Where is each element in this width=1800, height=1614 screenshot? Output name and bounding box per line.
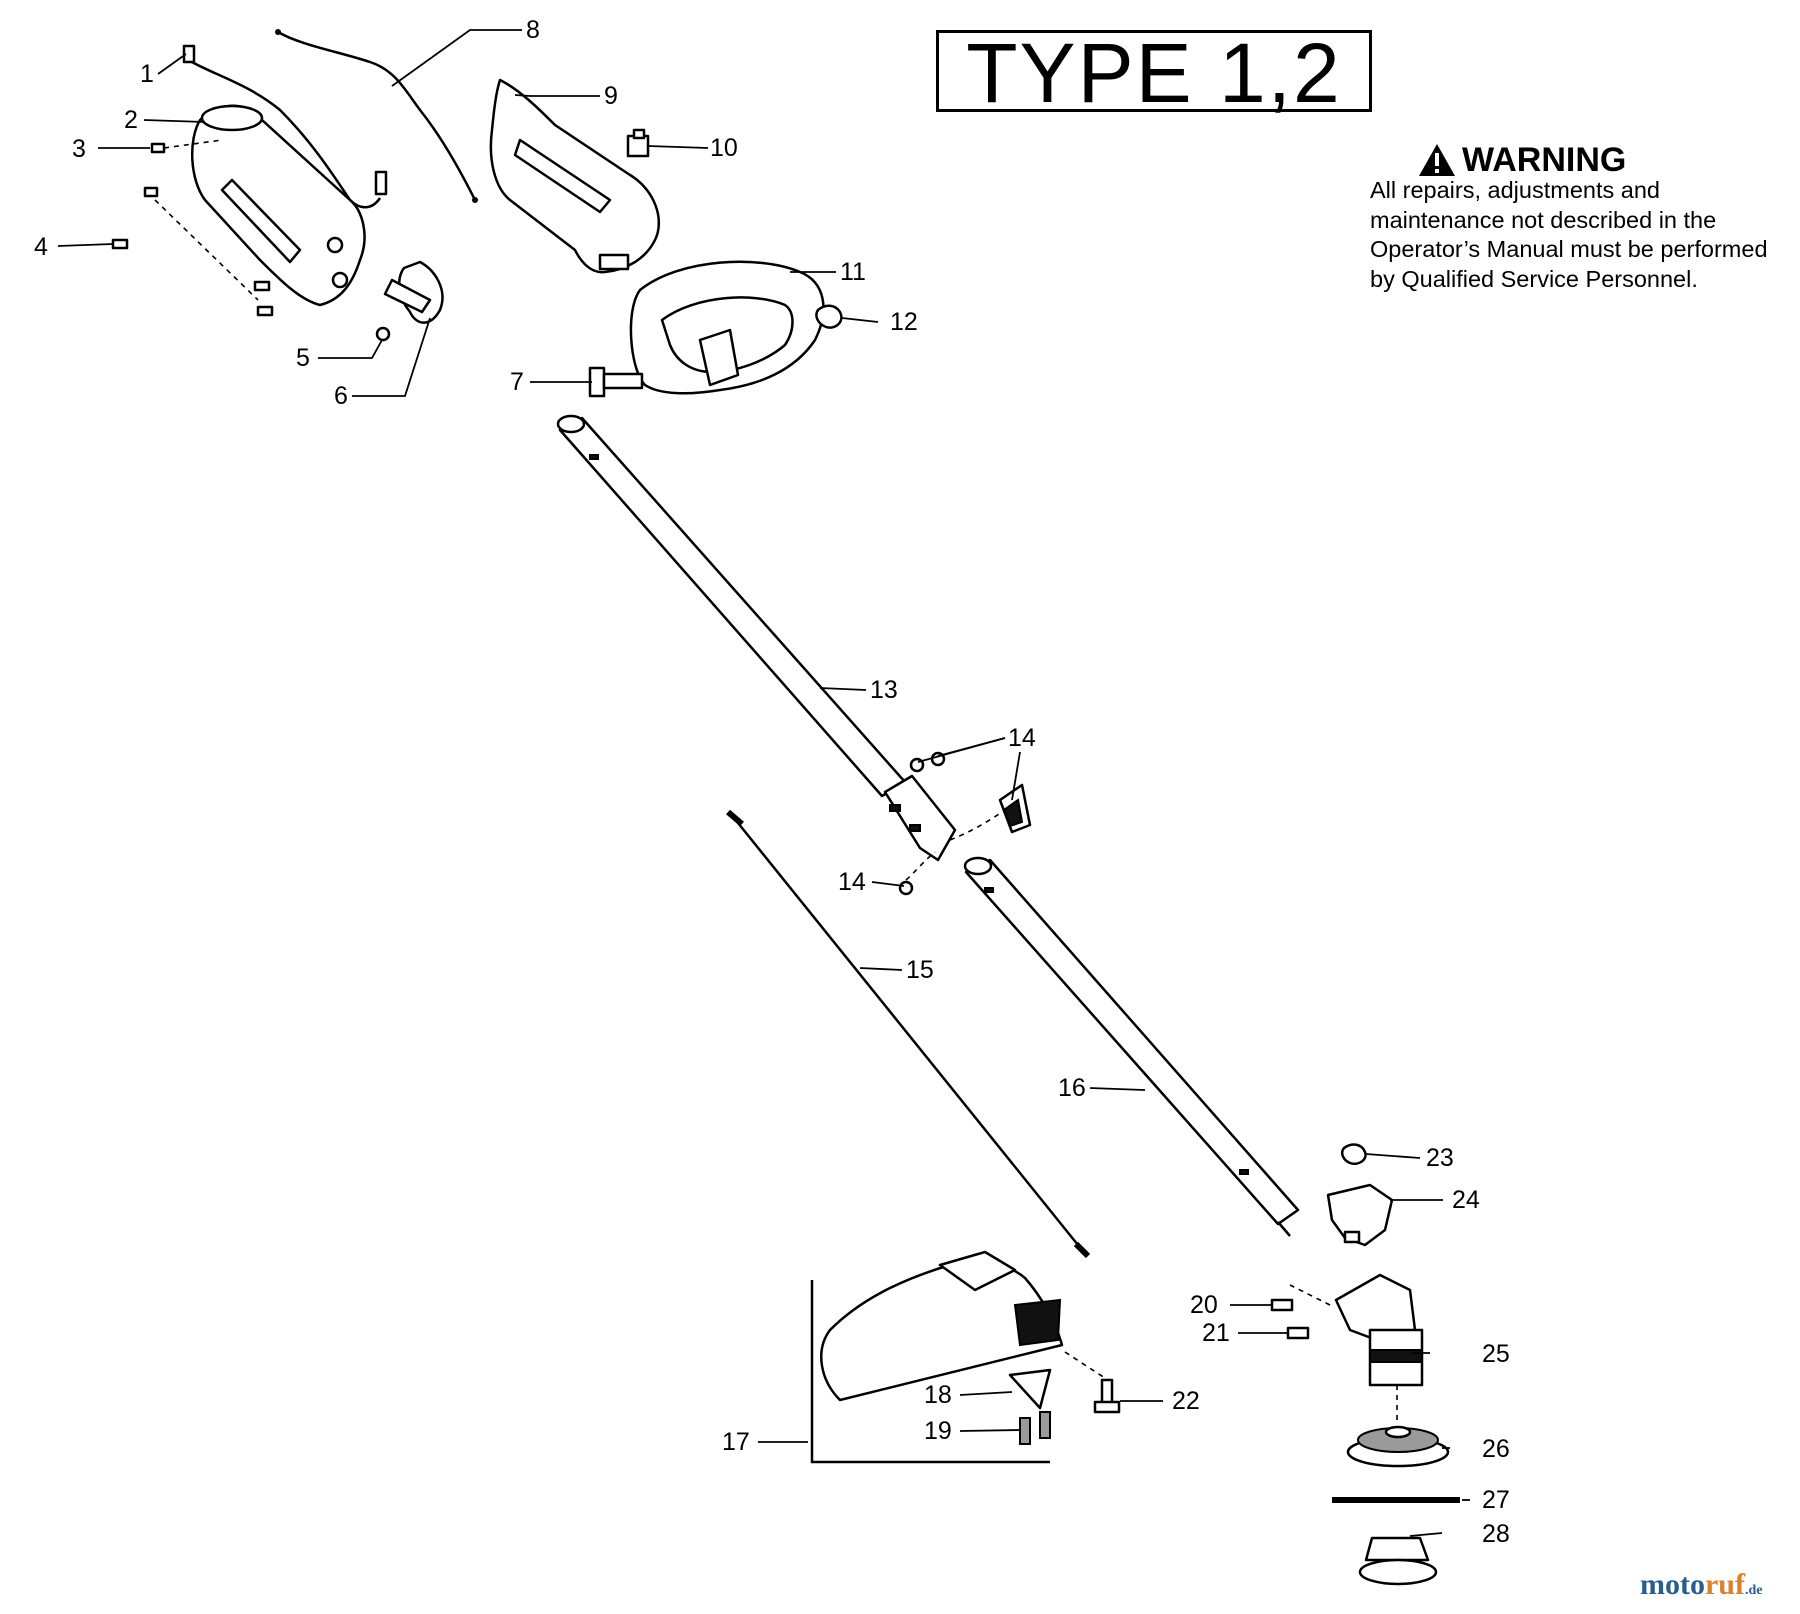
callout-15: 15 bbox=[906, 956, 934, 984]
part-throttle-trigger bbox=[383, 260, 444, 324]
leader-lines bbox=[57, 29, 1470, 1537]
part-drive-shaft bbox=[726, 809, 1091, 1259]
type-label-box: TYPE 1,2 bbox=[936, 26, 1372, 120]
part-ignition-wire bbox=[182, 44, 388, 209]
callout-17: 17 bbox=[722, 1428, 750, 1456]
callout-16: 16 bbox=[1058, 1074, 1086, 1102]
callout-14-b: 14 bbox=[838, 868, 866, 896]
part-lower-shaft-tube bbox=[963, 856, 1300, 1237]
callout-20: 20 bbox=[1190, 1291, 1218, 1319]
part-guard bbox=[810, 1250, 1064, 1464]
part-handle-housing bbox=[489, 78, 660, 274]
callout-7: 7 bbox=[510, 368, 524, 396]
part-wing-nut-23 bbox=[1341, 1143, 1367, 1165]
watermark-logo: motoruf.de bbox=[1640, 1568, 1762, 1602]
part-rear-handle bbox=[191, 104, 366, 307]
callout-23: 23 bbox=[1426, 1144, 1454, 1172]
part-trimmer-head bbox=[1358, 1536, 1438, 1586]
callout-27: 27 bbox=[1482, 1486, 1510, 1514]
warning-text: All repairs, adjustments and maintenance… bbox=[1370, 177, 1768, 292]
callout-26: 26 bbox=[1482, 1435, 1510, 1463]
callout-9: 9 bbox=[604, 82, 618, 110]
warning-heading: WARNING bbox=[1462, 141, 1627, 179]
callout-labels: 1 2 3 4 5 6 7 8 9 10 11 12 13 14 14 14 1… bbox=[34, 16, 1510, 1548]
callout-22: 22 bbox=[1172, 1387, 1200, 1415]
callout-19: 19 bbox=[924, 1417, 952, 1445]
part-shield-bracket bbox=[1326, 1183, 1394, 1247]
callout-11: 11 bbox=[840, 258, 866, 286]
part-nut-5 bbox=[375, 326, 391, 342]
callout-13: 13 bbox=[870, 676, 898, 704]
callout-21: 21 bbox=[1202, 1319, 1230, 1347]
callout-25: 25 bbox=[1482, 1340, 1510, 1368]
callout-1: 1 bbox=[140, 60, 154, 88]
part-assist-handle bbox=[629, 260, 825, 395]
callout-18: 18 bbox=[924, 1381, 952, 1409]
callout-24: 24 bbox=[1452, 1186, 1480, 1214]
part-clamp-knob bbox=[898, 751, 1032, 896]
callout-2: 2 bbox=[124, 106, 138, 134]
warning-triangle-icon bbox=[1419, 144, 1455, 176]
part-upper-shaft-tube bbox=[556, 414, 907, 798]
callout-5: 5 bbox=[296, 344, 310, 372]
part-shaft-coupler bbox=[883, 774, 957, 862]
callout-3: 3 bbox=[72, 135, 86, 163]
callout-12: 12 bbox=[890, 308, 918, 336]
part-bolt-7 bbox=[588, 366, 644, 398]
watermark-suffix: .de bbox=[1744, 1583, 1763, 1598]
callout-14-a: 14 bbox=[1008, 724, 1036, 752]
watermark-accent: ruf bbox=[1704, 1568, 1745, 1601]
callout-4: 4 bbox=[34, 233, 48, 261]
part-bolt-22 bbox=[1064, 1351, 1121, 1414]
callout-6: 6 bbox=[334, 382, 348, 410]
warning-panel: WARNING All repairs, adjustments and mai… bbox=[1370, 142, 1790, 294]
type-label: TYPE 1,2 bbox=[966, 26, 1342, 120]
part-throttle-cable bbox=[275, 29, 478, 203]
callout-28: 28 bbox=[1482, 1520, 1510, 1548]
part-line-cutter-blade bbox=[1008, 1368, 1052, 1410]
part-wing-nut-12 bbox=[815, 304, 843, 329]
part-screws-19 bbox=[1019, 1411, 1051, 1445]
callout-10: 10 bbox=[710, 134, 738, 162]
warning-heading-row: WARNING bbox=[1370, 142, 1790, 178]
part-gear-head bbox=[1289, 1273, 1424, 1420]
part-drive-disc bbox=[1346, 1425, 1450, 1468]
part-switch bbox=[626, 128, 650, 158]
callout-8: 8 bbox=[526, 16, 540, 44]
watermark-main: moto bbox=[1640, 1568, 1705, 1601]
